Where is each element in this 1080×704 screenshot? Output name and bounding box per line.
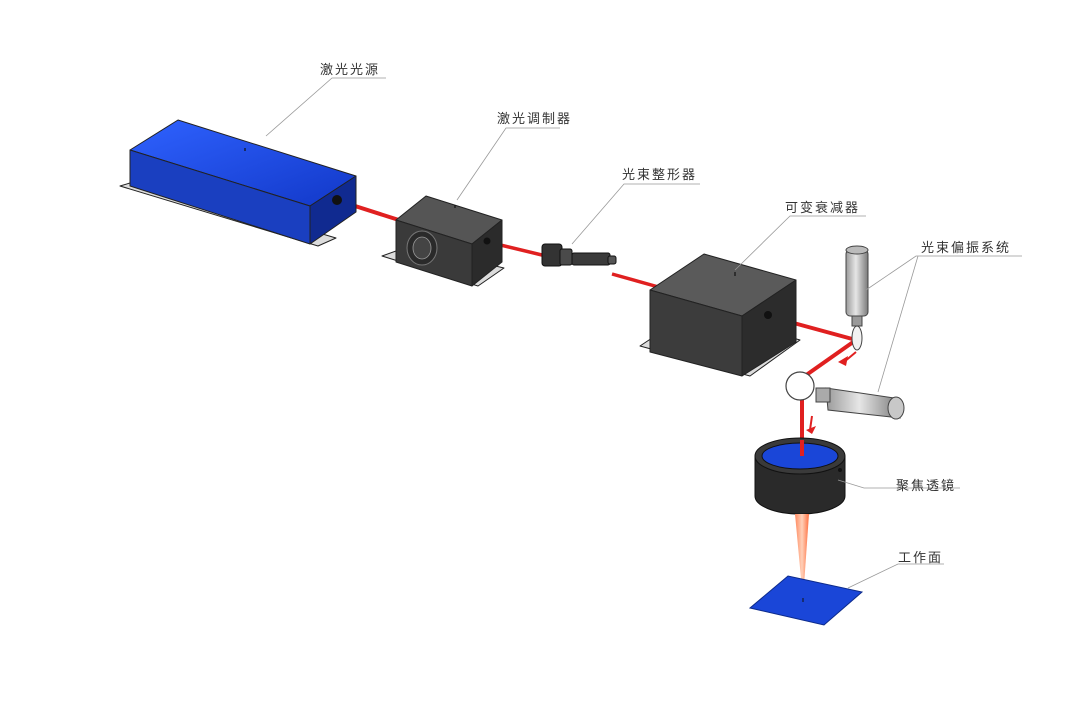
laser-source (119, 119, 357, 247)
beam-shaper (541, 243, 617, 267)
label-variable-attenuator: 可变衰减器 (785, 200, 860, 216)
label-laser-modulator: 激光调制器 (497, 112, 572, 127)
label-laser-source: 激光光源 (320, 63, 380, 78)
leader-lines (265, 77, 1022, 589)
focusing-lens (754, 437, 846, 515)
label-work-surface: 工作面 (898, 551, 943, 566)
label-beam-deflection-system: 光束偏振系统 (921, 241, 1011, 256)
focused-beam-cone (795, 514, 809, 600)
label-focusing-lens: 聚焦透镜 (896, 479, 956, 494)
work-surface (748, 575, 864, 626)
label-beam-shaper: 光束整形器 (622, 168, 697, 183)
laser-modulator (381, 195, 505, 287)
beam-deflection-system (785, 245, 905, 434)
variable-attenuator (639, 253, 801, 377)
labels: 激光光源 激光调制器 光束整形器 可变衰减器 光束偏振系统 聚焦透镜 工作面 (320, 63, 1011, 566)
